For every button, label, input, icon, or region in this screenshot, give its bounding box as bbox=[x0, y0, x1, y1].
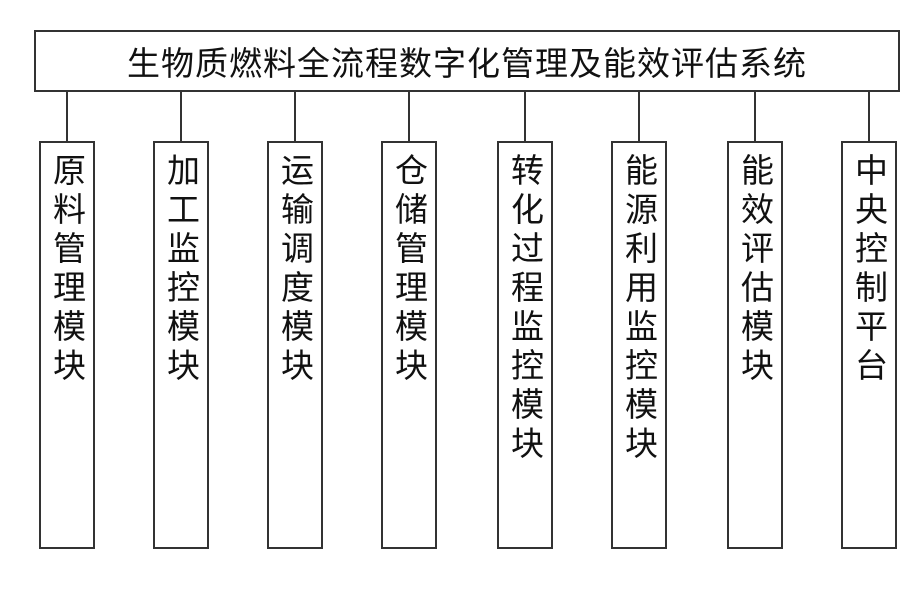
connector-line-1 bbox=[66, 92, 68, 141]
connector-line-5 bbox=[524, 92, 526, 141]
module-label: 加工监控模块 bbox=[165, 153, 198, 547]
module-label: 转化过程监控模块 bbox=[509, 153, 542, 547]
module-label: 能效评估模块 bbox=[739, 153, 772, 547]
system-title-box: 生物质燃料全流程数字化管理及能效评估系统 bbox=[34, 30, 900, 92]
module-efficiency-evaluation: 能效评估模块 bbox=[727, 141, 783, 549]
module-label: 运输调度模块 bbox=[279, 153, 312, 547]
connector-line-3 bbox=[294, 92, 296, 141]
module-label: 能源利用监控模块 bbox=[623, 153, 656, 547]
module-storage-management: 仓储管理模块 bbox=[381, 141, 437, 549]
connector-line-8 bbox=[868, 92, 870, 141]
connector-line-6 bbox=[638, 92, 640, 141]
connector-line-4 bbox=[408, 92, 410, 141]
connector-line-7 bbox=[754, 92, 756, 141]
module-label: 原料管理模块 bbox=[51, 153, 84, 547]
module-label: 中央控制平台 bbox=[853, 153, 886, 547]
module-label: 仓储管理模块 bbox=[393, 153, 426, 547]
module-central-control-platform: 中央控制平台 bbox=[841, 141, 897, 549]
module-transport-scheduling: 运输调度模块 bbox=[267, 141, 323, 549]
module-raw-material-management: 原料管理模块 bbox=[39, 141, 95, 549]
system-title: 生物质燃料全流程数字化管理及能效评估系统 bbox=[127, 37, 807, 85]
module-conversion-monitoring: 转化过程监控模块 bbox=[497, 141, 553, 549]
module-processing-monitoring: 加工监控模块 bbox=[153, 141, 209, 549]
module-energy-use-monitoring: 能源利用监控模块 bbox=[611, 141, 667, 549]
connector-line-2 bbox=[180, 92, 182, 141]
